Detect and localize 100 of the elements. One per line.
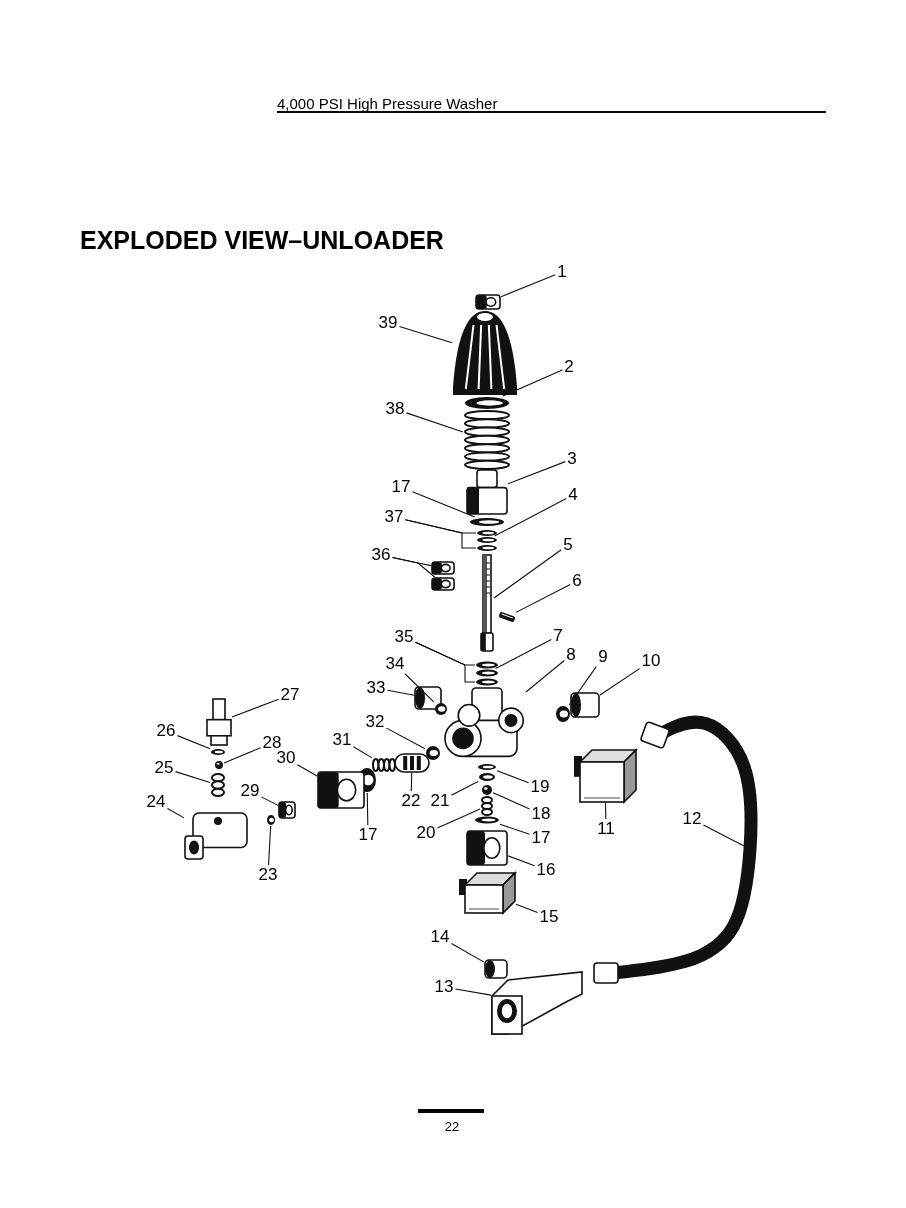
spring-drawing [481, 796, 493, 816]
hose-drawing [593, 715, 758, 984]
leader-line [231, 698, 280, 718]
leader-line [499, 823, 531, 835]
callout-number: 12 [681, 810, 703, 828]
callout-number: 34 [384, 655, 406, 673]
leader-line [450, 943, 485, 963]
nut-drawing [278, 801, 296, 819]
callout-number: 13 [433, 978, 455, 996]
nut-drawing [317, 771, 365, 809]
o-ring-drawing [476, 669, 498, 677]
nut-drawing [431, 577, 455, 591]
spring-drawing [464, 410, 510, 470]
o-ring-drawing [465, 397, 509, 409]
callout-number: 37 [383, 508, 405, 526]
callout-number: 2 [563, 358, 575, 376]
callout-number: 7 [552, 627, 564, 645]
leader-line [296, 764, 318, 777]
callout-number: 3 [566, 450, 578, 468]
callout-number: 5 [562, 536, 574, 554]
callout-number: 25 [153, 759, 175, 777]
leader-line [404, 673, 435, 703]
spring-drawing [372, 758, 396, 772]
callout-number: 16 [535, 861, 557, 879]
callout-number: 8 [565, 646, 577, 664]
knob-cap-drawing [453, 311, 517, 395]
callout-number: 9 [597, 648, 609, 666]
leader-line [398, 326, 453, 344]
callout-number: 17 [530, 829, 552, 847]
header-text: 4,000 PSI High Pressure Washer [277, 95, 498, 112]
callout-number: 15 [538, 908, 560, 926]
nut-drawing [475, 294, 501, 310]
o-ring-drawing [556, 706, 570, 722]
block-drawing [459, 871, 517, 915]
leader-line [414, 641, 476, 683]
o-ring-drawing [478, 764, 496, 770]
ball-drawing [215, 761, 223, 769]
leader-line [166, 807, 185, 819]
o-ring-drawing [470, 518, 504, 526]
callout-number: 17 [357, 826, 379, 844]
leader-line [515, 583, 571, 613]
callout-number: 1 [556, 263, 568, 281]
callout-number: 29 [239, 782, 261, 800]
o-ring-drawing [479, 773, 495, 781]
callout-number: 28 [261, 734, 283, 752]
callout-number: 14 [429, 928, 451, 946]
pin-drawing [498, 611, 516, 623]
leader-line [174, 771, 211, 784]
callout-number: 17 [390, 478, 412, 496]
o-ring-drawing [476, 661, 498, 669]
leader-line [495, 638, 552, 670]
callout-number: 32 [364, 713, 386, 731]
leader-line [507, 855, 536, 867]
plug-drawing [466, 469, 508, 515]
page-title: EXPLODED VIEW–UNLOADER [80, 226, 444, 255]
leader-line [268, 825, 272, 866]
leader-line [405, 412, 464, 433]
callout-number: 10 [640, 652, 662, 670]
cap-nut-drawing [570, 692, 600, 718]
callout-number: 4 [567, 486, 579, 504]
leader-line [391, 556, 436, 578]
callout-number: 21 [429, 792, 451, 810]
callout-number: 11 [596, 820, 616, 838]
tee-fitting-drawing [491, 971, 583, 1035]
leader-line [260, 796, 279, 806]
leader-line [223, 747, 262, 764]
valve-body-drawing [444, 687, 525, 758]
leader-line [454, 988, 492, 996]
leader-line [604, 802, 607, 820]
callout-number: 20 [415, 824, 437, 842]
callout-number: 38 [384, 400, 406, 418]
callout-number: 31 [331, 731, 353, 749]
o-ring-drawing [211, 749, 225, 755]
cap-nut-drawing [414, 686, 442, 710]
block-drawing [574, 748, 638, 804]
callout-number: 26 [155, 722, 177, 740]
leader-line [525, 660, 565, 693]
callout-number: 30 [275, 749, 297, 767]
o-ring-drawing [477, 530, 497, 536]
leader-line [450, 781, 479, 796]
callout-number: 27 [279, 686, 301, 704]
callout-number: 6 [571, 572, 583, 590]
o-ring-drawing [477, 545, 497, 551]
leader-line [410, 772, 413, 792]
leader-line [176, 735, 211, 750]
callout-number: 23 [257, 866, 279, 884]
leader-line [436, 808, 481, 829]
ball-drawing [482, 785, 492, 795]
o-ring-drawing [435, 703, 447, 715]
o-ring-drawing [477, 537, 497, 543]
callout-number: 24 [145, 793, 167, 811]
page-number: 22 [444, 1119, 460, 1134]
leader-line [599, 668, 641, 696]
o-ring-drawing [267, 815, 275, 825]
valve-stem-drawing [480, 554, 494, 652]
o-ring-drawing [426, 746, 440, 760]
leader-line [493, 549, 562, 599]
callout-number: 39 [377, 314, 399, 332]
leader-line [494, 497, 567, 537]
callout-number: 19 [529, 778, 551, 796]
